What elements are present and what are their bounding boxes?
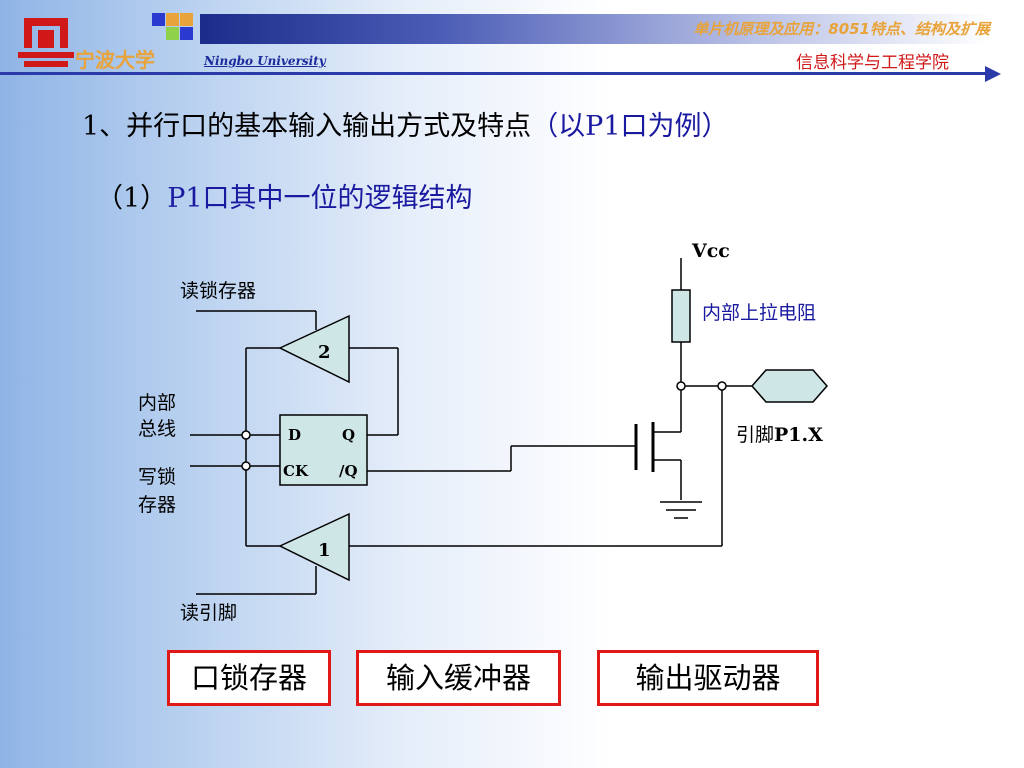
school-name: 信息科学与工程学院 [796,53,949,73]
latch-qbar-label: /Q [339,462,358,480]
vcc-label: Vcc [692,240,730,262]
legend-input-buffer: 输入缓冲器 [356,650,561,706]
logo-square-green [166,27,179,40]
buffer2-label: 2 [318,342,331,363]
buffer1-label: 1 [318,540,331,561]
header-divider [0,72,990,75]
pullup-resistor-label: 内部上拉电阻 [702,302,817,324]
internal-bus-label-1: 内部 [138,392,177,414]
course-title: 单片机原理及应用：8051特点、结构及扩展 [693,20,990,38]
university-name-en: Ningbo University [204,54,326,68]
latch-d-label: D [288,426,301,444]
university-logo-icon [18,18,74,67]
buffer2-triangle [278,314,350,384]
slide-heading: 1、并行口的基本输入输出方式及特点（以P1口为例） [82,104,729,143]
university-name: 宁波大学 [75,48,155,72]
read-latch-label: 读锁存器 [180,280,257,302]
heading-example: （以P1口为例） [531,111,729,142]
slide-subheading: （1）P1口其中一位的逻辑结构 [96,176,473,215]
logo-square-orange-2 [180,13,193,26]
pullup-resistor [671,289,691,343]
logo-square-blue-2 [180,27,193,40]
latch-q-label: Q [342,426,355,444]
bus-junction [241,430,251,440]
logo-square-orange [166,13,179,26]
internal-bus-label-2: 总线 [138,418,177,440]
read-pin-label: 读引脚 [180,602,238,624]
write-latch-label-1: 写锁 [138,466,177,488]
latch-ck-label: CK [283,462,309,480]
buffer1-triangle [278,512,350,582]
header-bar [200,14,990,44]
legend-output-driver: 输出驱动器 [597,650,819,706]
subheading-number: （1） [96,183,168,214]
pin-label-name: P1.X [774,424,823,446]
write-junction [241,461,251,471]
logo-square-blue [152,13,165,26]
heading-main: 1、并行口的基本输入输出方式及特点 [82,111,532,142]
pin-label: 引脚P1.X [736,420,823,447]
drain-junction [676,381,686,391]
write-latch-label-2: 存器 [138,494,177,516]
latch-box [279,414,368,486]
pin-junction [717,381,727,391]
header-arrow-icon [985,66,1001,82]
pin-terminal-icon [751,369,828,403]
legend-latch: 口锁存器 [167,650,331,706]
subheading-text: P1口其中一位的逻辑结构 [167,183,473,214]
pin-label-prefix: 引脚 [736,424,775,446]
